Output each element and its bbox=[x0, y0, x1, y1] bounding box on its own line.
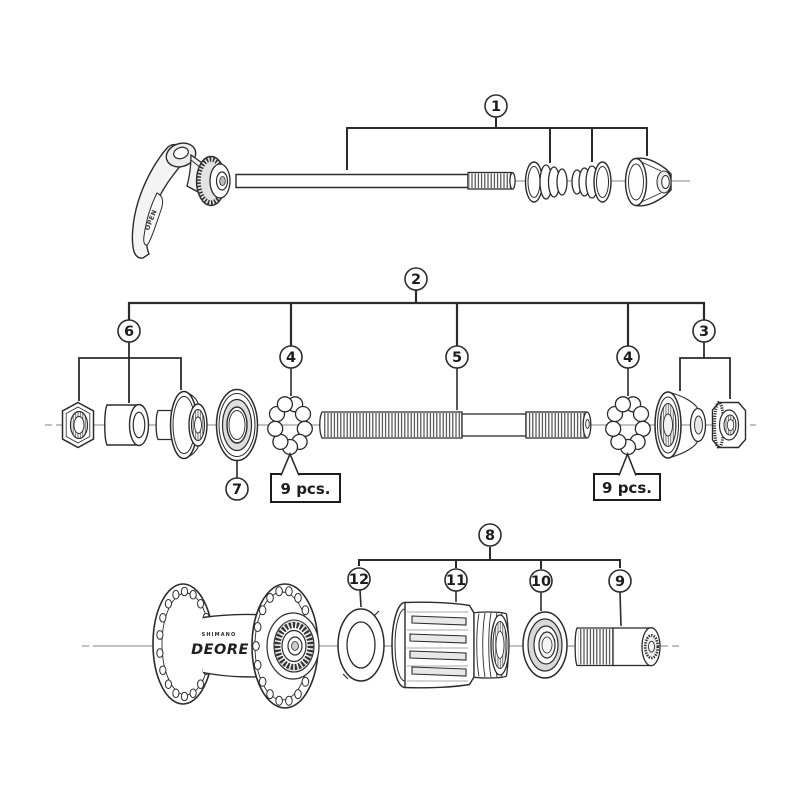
svg-text:4: 4 bbox=[286, 350, 296, 366]
ring-element bbox=[275, 586, 283, 597]
ring-element bbox=[266, 592, 274, 603]
ring-element bbox=[605, 420, 622, 437]
ring-element bbox=[252, 641, 260, 651]
callout-4-left: 4 bbox=[279, 345, 303, 396]
ring-element bbox=[172, 589, 180, 600]
callout-9: 9 bbox=[608, 569, 632, 627]
callout-5: 5 bbox=[445, 345, 469, 410]
ring-element bbox=[294, 592, 302, 603]
ring-element bbox=[614, 396, 632, 413]
ring-element bbox=[258, 605, 267, 616]
ring-element bbox=[632, 405, 650, 423]
callout-1-number: 1 bbox=[491, 99, 501, 115]
hub-model-text: DEORE bbox=[191, 642, 249, 658]
callout-1-bracket bbox=[346, 117, 648, 170]
freehub-seal bbox=[522, 611, 568, 679]
axle-locknut-left bbox=[61, 401, 95, 449]
ring-element bbox=[156, 648, 164, 658]
axle-cone-left bbox=[155, 390, 208, 460]
hub-brand-text: SHIMANO bbox=[202, 632, 237, 638]
ring-element bbox=[275, 695, 283, 706]
qr-spring-left bbox=[524, 161, 568, 203]
callout-3: 3 bbox=[679, 319, 731, 399]
axle-spacer bbox=[104, 403, 150, 447]
part6-bracket bbox=[78, 342, 182, 403]
qr-spring-right bbox=[571, 161, 612, 203]
callout-8: 8 bbox=[358, 523, 621, 569]
ring-element bbox=[197, 599, 205, 609]
ring-element bbox=[159, 613, 167, 623]
ring-element bbox=[294, 405, 312, 423]
callout-8-bracket bbox=[358, 547, 621, 569]
qr-rod bbox=[235, 173, 469, 189]
ring-element bbox=[267, 420, 284, 437]
svg-text:10: 10 bbox=[531, 574, 551, 590]
ring-element bbox=[258, 676, 267, 687]
callout-6: 6 bbox=[78, 319, 182, 403]
callout-2-bracket bbox=[127, 290, 706, 346]
axle-assembly: 2 6 3 4 5 4 bbox=[45, 267, 756, 503]
qty-left-text: 9 pcs. bbox=[281, 480, 331, 498]
callout-4-right: 4 bbox=[616, 345, 640, 396]
svg-text:5: 5 bbox=[452, 350, 462, 366]
ring-element bbox=[156, 630, 164, 640]
callout-12: 12 bbox=[347, 567, 371, 608]
callout-7: 7 bbox=[225, 461, 249, 501]
ball-retainer-left bbox=[267, 396, 313, 456]
quick-release-assembly: OPEN bbox=[131, 94, 690, 259]
ring-element bbox=[266, 689, 274, 700]
freehub-body bbox=[391, 601, 510, 689]
svg-text:8: 8 bbox=[485, 528, 495, 544]
part3-bracket bbox=[679, 342, 731, 399]
callout-10: 10 bbox=[529, 569, 553, 611]
axle-cone-right bbox=[654, 391, 707, 459]
qr-lever-head-hole bbox=[173, 146, 189, 160]
ring-element bbox=[172, 688, 180, 699]
callout-2: 2 bbox=[127, 267, 706, 346]
qty-box-left: 9 pcs. bbox=[270, 451, 341, 503]
axle-locknut-right bbox=[711, 401, 747, 449]
dust-cap bbox=[215, 388, 259, 462]
ring-element bbox=[189, 688, 197, 699]
qr-end-nut bbox=[624, 157, 672, 207]
ring-element bbox=[253, 622, 262, 632]
ring-element bbox=[285, 695, 293, 706]
ring-element bbox=[180, 691, 189, 702]
axle-shaft bbox=[319, 411, 592, 439]
ring-element bbox=[276, 396, 294, 413]
svg-text:7: 7 bbox=[232, 482, 242, 498]
svg-text:9: 9 bbox=[615, 574, 625, 590]
freehub-fixing-bolt bbox=[574, 627, 661, 667]
hub-shell: SHIMANO DEORE bbox=[152, 583, 320, 709]
ring-element bbox=[301, 676, 310, 687]
hub-assembly: SHIMANO DEORE bbox=[82, 523, 679, 709]
svg-text:4: 4 bbox=[623, 350, 633, 366]
svg-text:2: 2 bbox=[411, 272, 421, 288]
ball-retainer-right bbox=[605, 396, 651, 456]
svg-text:6: 6 bbox=[124, 324, 134, 340]
ring-element bbox=[164, 679, 172, 690]
ring-element bbox=[197, 679, 205, 690]
qty-box-right: 9 pcs. bbox=[593, 451, 661, 501]
qr-lever-face bbox=[143, 192, 164, 246]
callout-1-circle bbox=[484, 94, 508, 118]
svg-text:12: 12 bbox=[349, 572, 369, 588]
callout-11: 11 bbox=[444, 568, 468, 602]
qr-rod-tip bbox=[509, 172, 516, 190]
ring-element bbox=[285, 586, 293, 597]
svg-text:3: 3 bbox=[699, 324, 709, 340]
ring-element bbox=[253, 660, 262, 670]
ring-element bbox=[189, 589, 197, 600]
ring-element bbox=[180, 586, 189, 597]
qty-right-text: 9 pcs. bbox=[602, 479, 652, 497]
ring-element bbox=[164, 599, 172, 609]
svg-text:11: 11 bbox=[446, 573, 466, 589]
ring-element bbox=[159, 665, 167, 676]
seal-washer bbox=[337, 608, 385, 682]
callout-1: 1 bbox=[346, 94, 648, 170]
ring-element bbox=[301, 605, 310, 616]
qr-lever: OPEN bbox=[131, 142, 231, 259]
ring-element bbox=[294, 689, 302, 700]
